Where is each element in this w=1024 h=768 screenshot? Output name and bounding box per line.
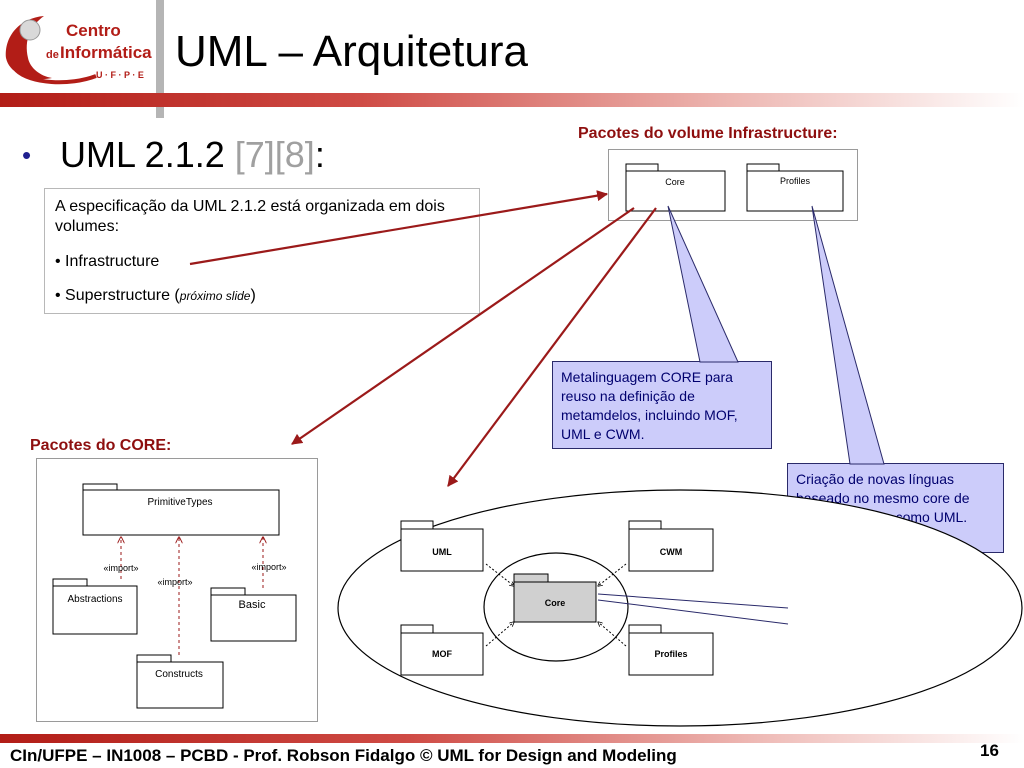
spec-intro: A especificação da UML 2.1.2 está organi…	[55, 198, 445, 235]
package-basic: Basic	[210, 587, 297, 642]
mda-profiles-label: Profiles	[654, 649, 687, 659]
mda-arrow-cwm	[598, 563, 627, 586]
mda-package-profiles: Profiles	[628, 624, 714, 676]
mda-inner-circle	[483, 552, 629, 662]
callout-new-languages-pointer	[811, 205, 885, 465]
callout-metamodel: Metamodelo no núcleo da arquitetura MDA.	[787, 593, 1004, 641]
spec-item2-prefix: • Superstructure (	[55, 287, 180, 304]
bullet-marker: •	[22, 140, 32, 170]
mda-arrow-uml	[485, 563, 514, 586]
package-abstractions-label: Abstractions	[67, 594, 122, 605]
cin-logo-graphic: Centro de Informática U · F · P · E	[5, 16, 152, 85]
mda-arrow-mof	[485, 622, 514, 647]
spec-item-infrastructure: • Infrastructure	[55, 253, 160, 270]
spec-box: A especificação da UML 2.1.2 está organi…	[44, 188, 480, 314]
callout-metamodel-pointer-top	[597, 593, 789, 609]
mda-core-label: Core	[545, 598, 566, 608]
cin-logo: Centro de Informática U · F · P · E	[0, 6, 156, 90]
title-rule	[0, 93, 1024, 107]
slide-number: 16	[980, 741, 999, 760]
core-package-frame: PrimitiveTypes Abstractions Basic Constr…	[36, 458, 318, 722]
import-label-basic: «import»	[251, 562, 286, 572]
mda-package-mof: MOF	[400, 624, 484, 676]
callout-metamodel-pointer-bottom	[597, 599, 789, 625]
mda-mof-label: MOF	[432, 649, 452, 659]
bullet-refs: [7][8]	[234, 134, 315, 175]
package-primitivetypes-label: PrimitiveTypes	[147, 497, 212, 508]
import-label-constructs: «import»	[157, 577, 192, 587]
mda-package-core: Core	[513, 573, 597, 623]
infra-heading: Pacotes do volume Infrastructure:	[578, 125, 838, 142]
package-core-label: Core	[665, 177, 685, 187]
infra-package-frame: Core Profiles	[608, 149, 858, 221]
infra-packages: Core Profiles	[625, 163, 844, 212]
logo-line2-prefix: de	[46, 49, 59, 61]
package-profiles-label: Profiles	[780, 176, 811, 186]
package-primitivetypes: PrimitiveTypes	[82, 483, 280, 536]
spec-item-superstructure: • Superstructure (próximo slide)	[55, 286, 469, 306]
bullet-line: UML 2.1.2 [7][8]:	[60, 134, 325, 176]
logo-line2: Informática	[60, 43, 152, 62]
package-constructs: Constructs	[136, 654, 224, 709]
mda-package-uml: UML	[400, 520, 484, 572]
logo-line3: U · F · P · E	[96, 70, 144, 80]
footer-text: CIn/UFPE – IN1008 – PCBD - Prof. Robson …	[10, 746, 677, 765]
logo-divider	[156, 0, 164, 118]
spec-item2-note: próximo slide	[179, 289, 251, 303]
package-basic-label: Basic	[239, 599, 266, 611]
package-constructs-label: Constructs	[155, 669, 203, 680]
bullet-text: UML 2.1.2	[60, 134, 235, 175]
spec-item2-suffix: )	[250, 287, 256, 304]
callout-metalanguage: Metalinguagem CORE para reuso na definiç…	[552, 361, 772, 449]
footer-rule	[0, 734, 1024, 743]
callout-metalanguage-pointer	[667, 205, 739, 363]
slide-title: UML – Arquitetura	[175, 27, 528, 76]
import-label-abstractions: «import»	[103, 563, 138, 573]
mda-arrow-profiles	[598, 622, 627, 647]
package-abstractions: Abstractions	[52, 578, 138, 635]
mda-cwm-label: CWM	[660, 547, 683, 557]
mda-uml-label: UML	[432, 547, 452, 557]
package-profiles: Profiles	[746, 163, 844, 212]
bullet-colon: :	[314, 134, 325, 175]
mda-package-cwm: CWM	[628, 520, 714, 572]
core-packages-diagram: PrimitiveTypes Abstractions Basic Constr…	[52, 483, 297, 709]
logo-line1: Centro	[66, 21, 121, 40]
callout-new-languages: Criação de novas línguas baseado no mesm…	[787, 463, 1004, 553]
package-core: Core	[625, 163, 726, 212]
core-heading: Pacotes do CORE:	[30, 437, 172, 454]
